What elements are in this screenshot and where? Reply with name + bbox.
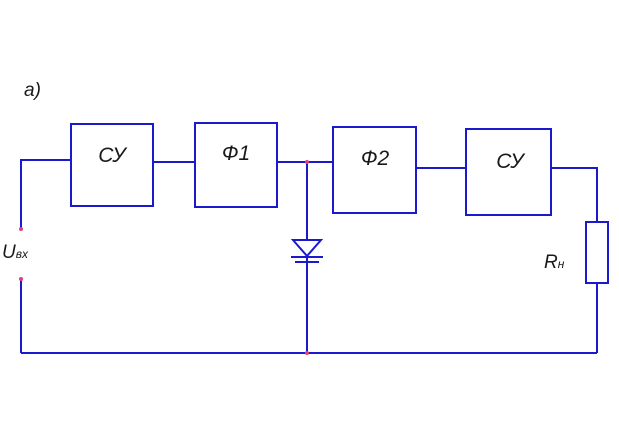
diode-triangle: [290, 239, 324, 258]
block-su2-label: СУ: [496, 150, 526, 173]
block-f2: Ф2: [332, 126, 417, 214]
input-voltage-sub: вх: [16, 247, 29, 261]
block-su1: СУ: [70, 123, 154, 207]
load-resistor-label: Rн: [544, 252, 565, 273]
nodes: [19, 160, 309, 355]
input-voltage-main: U: [2, 242, 16, 263]
input-terminal-top: [19, 227, 23, 231]
block-su1-label: СУ: [98, 144, 128, 167]
load-resistor-main: R: [544, 252, 558, 273]
junction-top: [305, 160, 309, 164]
input-terminal-bottom: [19, 277, 23, 281]
wire-su2-load: [551, 167, 598, 222]
junction-bottom: [305, 351, 309, 355]
diode: [290, 239, 324, 263]
input-voltage-label: Uвх: [2, 242, 29, 263]
figure-label: a): [24, 80, 41, 101]
load-resistor-sub: н: [558, 257, 565, 271]
input-top-wire: [20, 159, 71, 229]
block-f1-label: Ф1: [222, 142, 250, 165]
block-f2-label: Ф2: [361, 147, 390, 170]
load-resistor: [585, 221, 609, 284]
block-su2: СУ: [465, 128, 552, 216]
block-f1: Ф1: [194, 122, 278, 208]
